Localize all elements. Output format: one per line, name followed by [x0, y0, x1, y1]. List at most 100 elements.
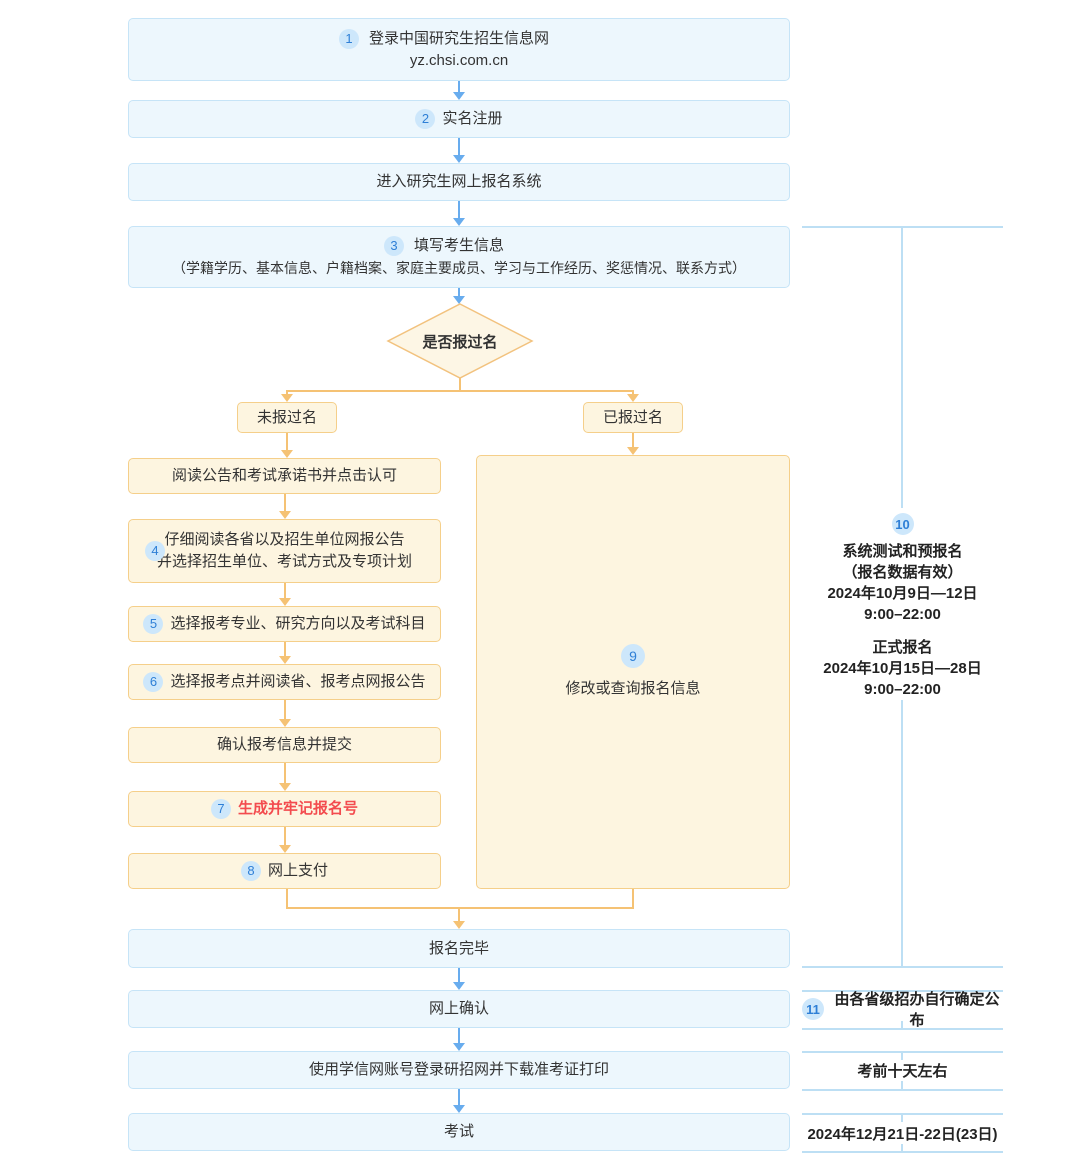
sidebar-number-badge-10: 10 — [891, 513, 914, 535]
sidebar-bracket-line — [901, 226, 903, 508]
sidebar-bracket-line — [901, 990, 903, 998]
step-login-url: yz.chsi.com.cn — [409, 51, 509, 69]
connector-line — [459, 378, 461, 390]
arrow-down — [279, 763, 291, 791]
sidebar-section-11: 11 由各省级招办自行确定公布 — [802, 991, 1003, 1029]
step-number-badge-9: 9 — [621, 644, 645, 668]
step-login-line1-wrap: 1 登录中国研究生招生信息网 — [338, 28, 549, 50]
step-box-pay-online: 8 网上支付 — [128, 853, 441, 889]
arrow-down — [453, 138, 465, 163]
arrow-down — [627, 433, 639, 455]
arrow-down — [453, 1089, 465, 1113]
arrow-down — [627, 390, 639, 402]
step-modify-query-label: 修改或查询报名信息 — [565, 680, 701, 697]
step-choose-unit-line1: 仔细阅读各省以及招生单位网报公告 — [164, 531, 405, 548]
arrow-down — [453, 201, 465, 226]
connector-line — [632, 889, 634, 907]
sidebar-section-12: 考前十天左右 — [802, 1059, 1003, 1081]
step-box-done: 报名完毕 — [128, 929, 790, 968]
step-box-choose-major: 5 选择报考专业、研究方向以及考试科目 — [128, 606, 441, 642]
step-box-register: 2 实名注册 — [128, 100, 790, 138]
step-pay-online-label: 网上支付 — [267, 862, 328, 879]
step-number-badge-6: 6 — [143, 672, 164, 692]
step-number-badge-8: 8 — [240, 861, 261, 881]
sidebar-10-time1: 9:00–22:00 — [864, 606, 941, 623]
step-print-ticket-label: 使用学信网账号登录研招网并下载准考证打印 — [308, 1061, 609, 1078]
sidebar-12-label: 考前十天左右 — [857, 1062, 948, 1080]
step-number-badge-4: 4 — [145, 541, 165, 561]
step-choose-unit-line2: 并选择招生单位、考试方式及专项计划 — [156, 553, 412, 570]
sidebar-10-title1: 系统测试和预报名 — [842, 543, 963, 560]
sidebar-bracket-line — [901, 1144, 903, 1151]
sidebar-bracket-line — [901, 700, 903, 966]
arrow-down — [453, 968, 465, 990]
arrow-down — [281, 433, 293, 458]
step-box-modify-query: 9 修改或查询报名信息 — [476, 455, 790, 889]
step-number-badge-5: 5 — [143, 614, 164, 634]
step-confirm-submit-label: 确认报考信息并提交 — [216, 736, 352, 753]
step-box-read-notice: 阅读公告和考试承诺书并点击认可 — [128, 458, 441, 494]
step-box-enter-system: 进入研究生网上报名系统 — [128, 163, 790, 201]
step-box-print-ticket: 使用学信网账号登录研招网并下载准考证打印 — [128, 1051, 790, 1089]
arrow-down — [453, 81, 465, 100]
sidebar-bracket-line — [901, 1113, 903, 1122]
sidebar-bracket-line — [901, 1081, 903, 1089]
step-online-confirm-label: 网上确认 — [428, 1000, 489, 1017]
arrow-down — [279, 583, 291, 606]
sidebar-section-13: 2024年12月21日-22日(23日) — [802, 1121, 1003, 1145]
arrow-down — [453, 907, 465, 929]
step-number-badge-7: 7 — [210, 799, 231, 819]
arrow-down — [279, 700, 291, 727]
sidebar-10-title2: 正式报名 — [872, 639, 933, 656]
branch-not-registered-label: 未报过名 — [256, 408, 317, 426]
sidebar-bracket-line — [901, 1051, 903, 1060]
step-number-badge-1: 1 — [338, 28, 359, 49]
step-done-label: 报名完毕 — [428, 939, 489, 957]
sidebar-10-time2: 9:00–22:00 — [864, 681, 941, 698]
sidebar-11-label: 由各省级招办自行确定公布 — [834, 991, 1000, 1029]
sidebar-13-label: 2024年12月21日-22日(23日) — [807, 1125, 998, 1143]
step-register-label: 实名注册 — [442, 110, 503, 127]
sidebar-10-date1: 2024年10月9日—12日 — [827, 585, 978, 602]
step-fill-info-line1-wrap: 3 填写考生信息 — [383, 235, 504, 257]
step-enter-system-label: 进入研究生网上报名系统 — [376, 173, 542, 190]
step-box-confirm-submit: 确认报考信息并提交 — [128, 727, 441, 763]
step-fill-info-detail: （学籍学历、基本信息、户籍档案、家庭主要成员、学习与工作经历、奖惩情况、联系方式… — [172, 260, 746, 276]
step-box-generate-id: 7 生成并牢记报名号 — [128, 791, 441, 827]
arrow-down — [279, 642, 291, 664]
step-choose-site-label: 选择报考点并阅读省、报考点网报公告 — [170, 673, 426, 690]
sidebar-10-sub1: （报名数据有效） — [842, 564, 963, 581]
step-box-choose-unit: 4 仔细阅读各省以及招生单位网报公告 并选择招生单位、考试方式及专项计划 — [128, 519, 441, 583]
branch-box-registered: 已报过名 — [583, 402, 683, 433]
step-choose-major-label: 选择报考专业、研究方向以及考试科目 — [170, 615, 426, 632]
arrow-down — [279, 827, 291, 853]
arrow-down — [281, 390, 293, 402]
step-box-login: 1 登录中国研究生招生信息网 yz.chsi.com.cn — [128, 18, 790, 81]
step-box-fill-info: 3 填写考生信息 （学籍学历、基本信息、户籍档案、家庭主要成员、学习与工作经历、… — [128, 226, 790, 288]
arrow-down — [453, 288, 465, 304]
decision-label: 是否报过名 — [422, 333, 498, 351]
step-exam-label: 考试 — [443, 1123, 474, 1140]
step-login-title: 登录中国研究生招生信息网 — [368, 29, 549, 47]
sidebar-bracket-line — [802, 1151, 1003, 1153]
step-fill-info-title: 填写考生信息 — [413, 237, 504, 254]
step-box-exam: 考试 — [128, 1113, 790, 1151]
arrow-down — [453, 1028, 465, 1051]
sidebar-bracket-line — [901, 1021, 903, 1028]
branch-box-not-registered: 未报过名 — [237, 402, 337, 433]
connector-line — [286, 907, 634, 909]
step-number-badge-3: 3 — [383, 236, 404, 256]
sidebar-number-badge-11: 11 — [802, 998, 824, 1020]
step-box-online-confirm: 网上确认 — [128, 990, 790, 1028]
step-box-choose-site: 6 选择报考点并阅读省、报考点网报公告 — [128, 664, 441, 700]
sidebar-bracket-line — [802, 966, 1003, 968]
step-read-notice-label: 阅读公告和考试承诺书并点击认可 — [171, 467, 397, 484]
sidebar-bracket-line — [802, 1089, 1003, 1091]
sidebar-section-10: 10 系统测试和预报名 （报名数据有效） 2024年10月9日—12日 9:00… — [802, 513, 1003, 700]
step-generate-id-label: 生成并牢记报名号 — [237, 800, 358, 817]
branch-registered-label: 已报过名 — [602, 408, 663, 426]
sidebar-10-date2: 2024年10月15日—28日 — [823, 660, 982, 677]
sidebar-bracket-line — [802, 1028, 1003, 1030]
arrow-down — [279, 494, 291, 519]
